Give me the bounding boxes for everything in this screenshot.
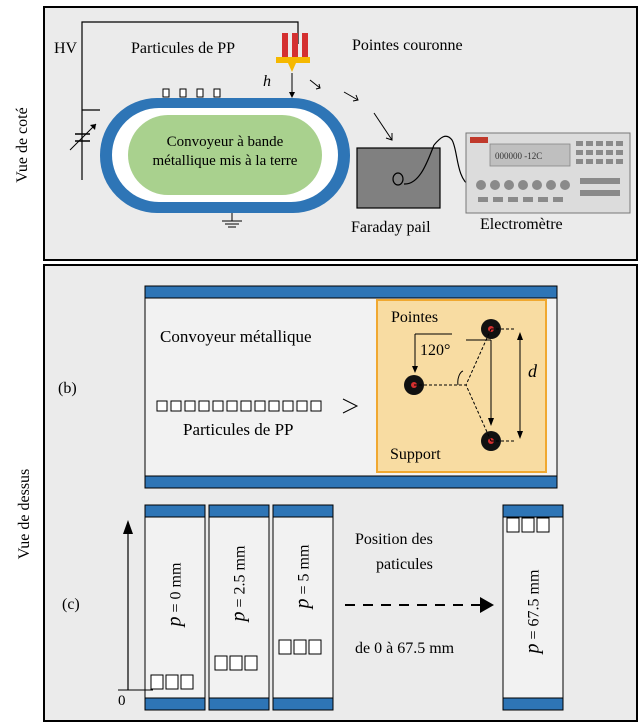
belt-p-symbol-3: p xyxy=(521,643,544,654)
belt-eq-1: = 2.5 mm xyxy=(231,545,249,612)
conveyor-top-label: Convoyeur métallique xyxy=(160,327,312,346)
zero-label: 0 xyxy=(118,693,126,709)
faraday-label: Faraday pail xyxy=(351,219,431,236)
particles-label-side: Particules de PP xyxy=(131,40,235,57)
conveyor-label-line1: Convoyeur à bande xyxy=(166,134,284,150)
belt-eq-3: = 67.5 mm xyxy=(525,569,543,644)
range-label: de 0 à 67.5 mm xyxy=(355,640,455,657)
electrometer-label: Electromètre xyxy=(480,216,563,233)
top-particles xyxy=(156,400,322,412)
points-label: Pointes xyxy=(391,309,439,326)
angle-label: 120° xyxy=(420,342,451,359)
belt-p-symbol-1: p xyxy=(227,611,250,622)
variable-capacitor-icon xyxy=(69,123,97,151)
position-label-line2: paticules xyxy=(376,556,433,573)
position-label-line1: Position des xyxy=(355,531,433,548)
belt-label-2: p = 5 mm xyxy=(292,522,315,632)
electrometer-buttons xyxy=(476,141,623,202)
electrometer-readout: 000000 -12C xyxy=(495,151,542,161)
conveyor-label-line2: métallique mis à la terre xyxy=(152,153,298,169)
corona-label: Pointes couronne xyxy=(352,37,463,54)
particles-direction-arrow xyxy=(342,398,359,414)
faraday-pail xyxy=(356,147,441,209)
conveyor-bottom-edge xyxy=(144,475,558,489)
particles-top-label: Particules de PP xyxy=(183,420,294,439)
support-label: Support xyxy=(390,446,441,463)
belt-p-symbol-2: p xyxy=(291,598,314,609)
belt-p0 xyxy=(144,504,206,711)
electrometer-display xyxy=(489,143,571,167)
side-particles xyxy=(162,88,221,98)
d-label: d xyxy=(528,361,537,381)
label-c: (c) xyxy=(62,596,80,613)
trajectory-arrows xyxy=(309,79,393,141)
belt-label-1: p = 2.5 mm xyxy=(228,529,251,639)
conveyor-ground-area xyxy=(128,115,322,195)
conveyor-top-edge xyxy=(144,285,558,299)
belt-p-symbol-0: p xyxy=(163,616,186,627)
belt-eq-0: = 0 mm xyxy=(167,562,185,617)
belt-p5 xyxy=(272,504,334,711)
angle-arc xyxy=(457,370,464,386)
geometry-lines xyxy=(414,328,516,442)
h-label: h xyxy=(263,73,271,90)
belt-p2-5 xyxy=(208,504,270,711)
belt-p67-5 xyxy=(502,504,564,711)
belt-label-3: p = 67.5 mm xyxy=(522,557,545,667)
faraday-coil-icon xyxy=(392,144,435,186)
belt-eq-2: = 5 mm xyxy=(295,544,313,599)
ground-icon xyxy=(222,213,242,228)
hv-label: HV xyxy=(54,40,78,57)
faraday-cable xyxy=(433,135,471,187)
belt-label-0: p = 0 mm xyxy=(164,540,187,650)
corona-points-icon xyxy=(276,33,310,72)
label-b: (b) xyxy=(58,380,77,397)
